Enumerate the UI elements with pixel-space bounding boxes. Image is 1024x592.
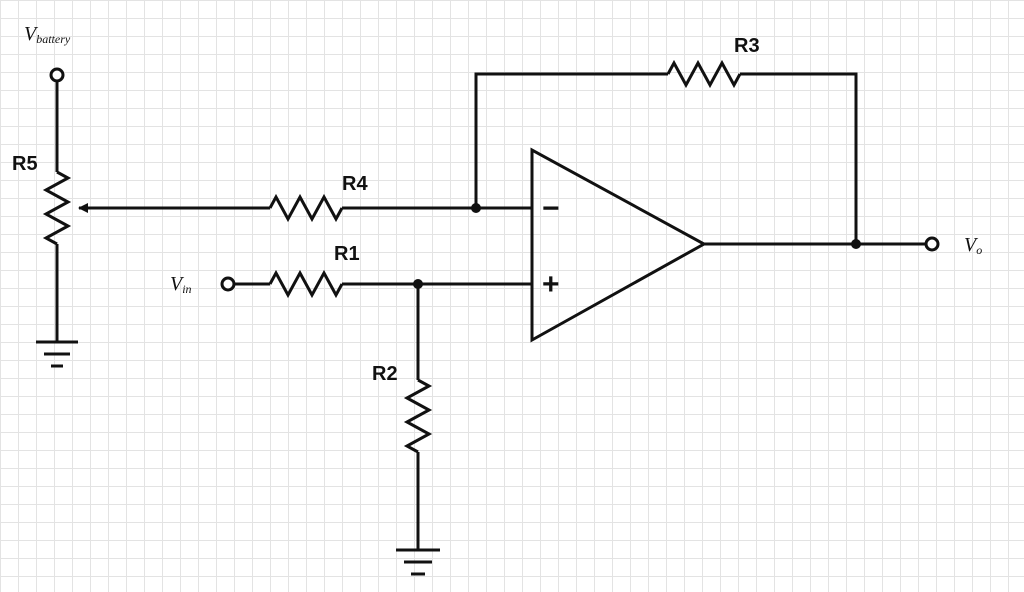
input-voltage-subscript: in — [182, 282, 191, 296]
r5-label: R5 — [12, 153, 38, 175]
battery-voltage-label: Vbattery — [24, 23, 71, 46]
input-terminal — [220, 276, 236, 292]
r4-resistor — [268, 193, 344, 223]
output-voltage-symbol: V — [964, 234, 979, 256]
input-voltage-label: Vin — [170, 273, 192, 296]
output-voltage-subscript: o — [976, 243, 982, 257]
r2-label: R2 — [372, 363, 398, 385]
output-voltage-label: Vo — [964, 234, 982, 257]
r3-resistor — [666, 59, 742, 89]
opamp-triangle — [530, 147, 708, 343]
r1-resistor — [268, 269, 344, 299]
opamp-inverting-sign: − — [542, 192, 560, 225]
input-voltage-symbol: V — [170, 273, 185, 295]
battery-voltage-subscript: battery — [36, 32, 71, 46]
feedback-wire-right — [740, 72, 858, 244]
r3-label: R3 — [734, 35, 760, 57]
r1-label: R1 — [334, 243, 360, 265]
inverting-junction-dot — [471, 203, 481, 213]
r4-label: R4 — [342, 173, 368, 195]
ground-symbol-r5 — [36, 340, 78, 368]
battery-terminal — [49, 67, 65, 83]
battery-voltage-symbol: V — [24, 23, 39, 45]
r2-resistor — [403, 378, 433, 454]
opamp-noninverting-sign: + — [542, 268, 560, 301]
output-terminal — [924, 236, 940, 252]
feedback-wire-left — [474, 72, 668, 208]
ground-symbol-r2 — [396, 548, 440, 576]
r5-potentiometer — [42, 170, 72, 246]
output-junction-dot — [851, 239, 861, 249]
